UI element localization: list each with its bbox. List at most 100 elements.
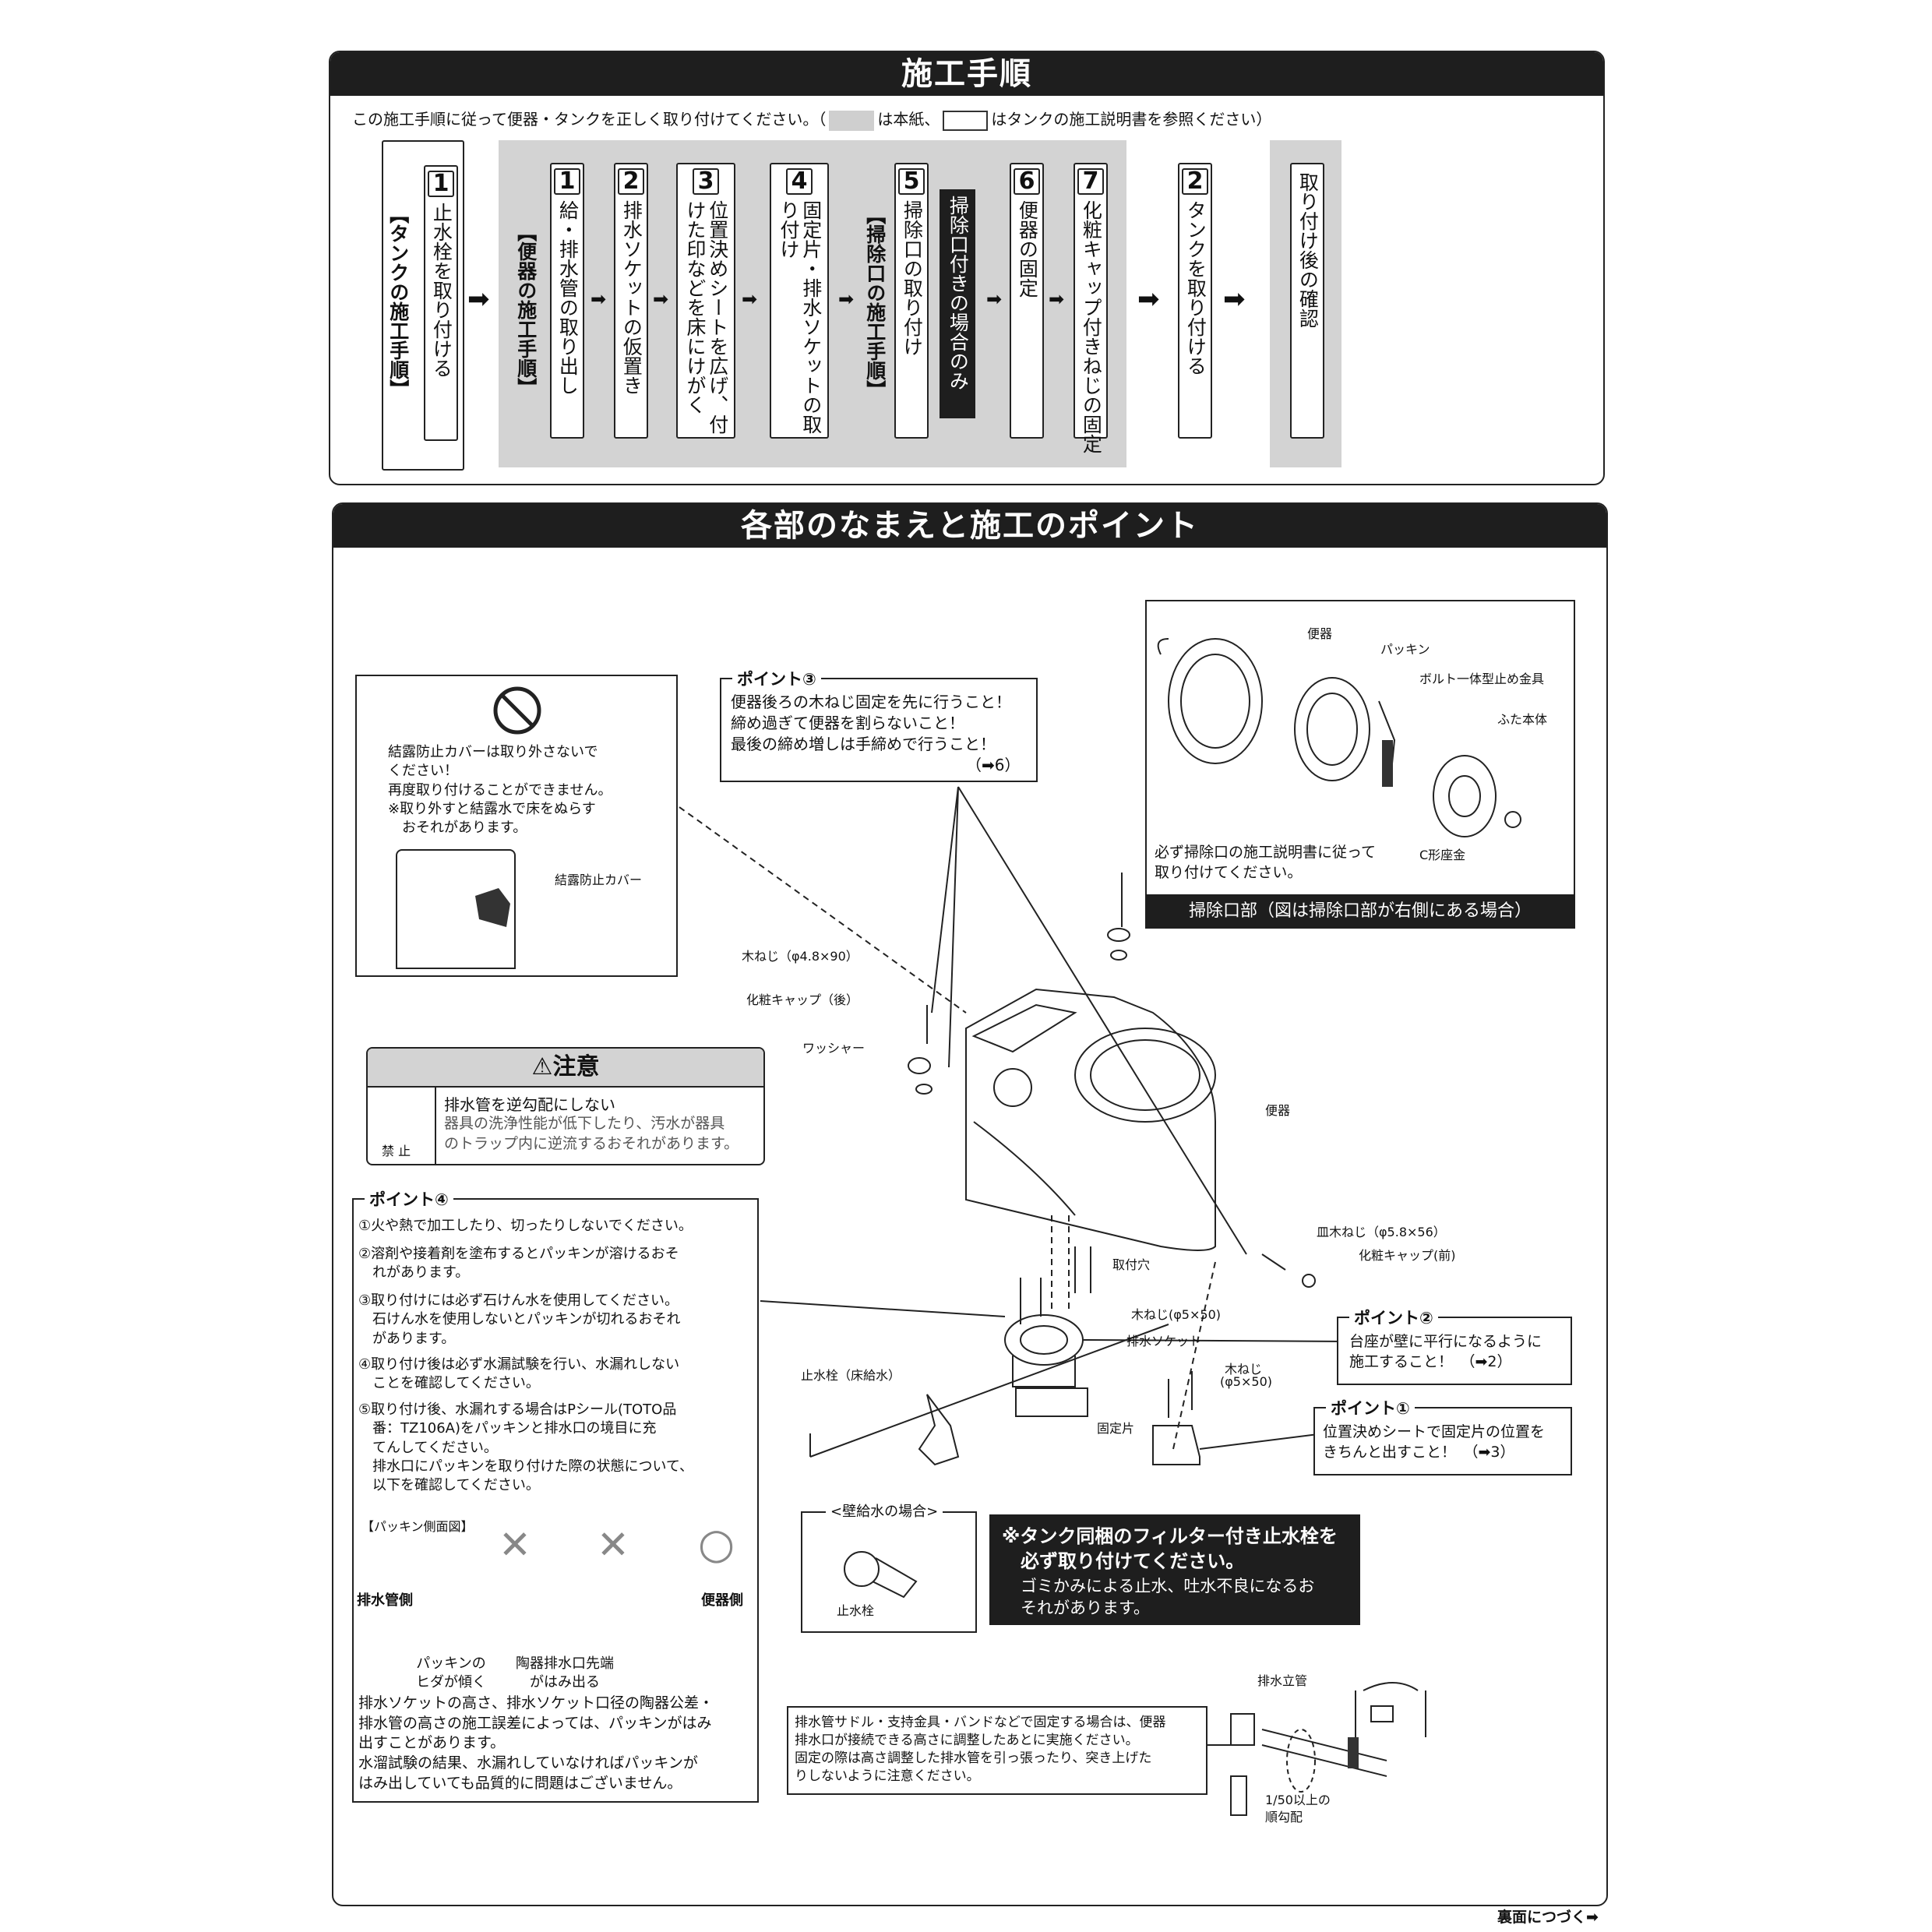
condensation-cover-label: 結露防止カバー	[555, 873, 643, 887]
label-stop-valve-floor: 止水栓（床給水）	[801, 1368, 901, 1383]
parts-title: 各部のなまえと施工のポイント	[333, 504, 1606, 548]
toilet-side-label: 便器側	[701, 1592, 743, 1609]
label-drain-socket: 排水ソケット	[1126, 1334, 1202, 1349]
point3-text: 便器後ろの木ねじ固定を先に行うこと！ 締め過ぎて便器を割らないこと！ 最後の締め…	[731, 693, 1011, 753]
point1-box: ポイント① 位置決めシートで固定片の位置を きちんと出すこと！ （➡3）	[1313, 1396, 1572, 1475]
filter-note-text: ゴミかみによる止水、吐水不良になるお それがあります。	[1021, 1577, 1315, 1618]
cleanout-label-toilet: 便器	[1307, 626, 1333, 641]
wall-supply-label: 止水栓	[837, 1603, 875, 1618]
point4-item-1: ①火や熱で加工したり、切ったりしないでください。	[358, 1218, 693, 1234]
procedure-section: 施工手順 この施工手順に従って便器・タンクを正しく取り付けてください。（は本紙、…	[329, 51, 1605, 485]
point4-item-4: ④取り付け後は必ず水漏試験を行い、水漏れしない ことを確認してください。	[358, 1356, 680, 1392]
arrow-icon: ➡	[838, 288, 855, 310]
filter-note-strong: ※タンク同梱のフィルター付き止水栓を 必ず取り付けてください。	[1002, 1525, 1338, 1573]
label-fixing-piece: 固定片	[1097, 1421, 1135, 1436]
point4-footer: 排水ソケットの高さ、排水ソケット口径の陶器公差・ 排水管の高さの施工誤差によって…	[358, 1694, 714, 1792]
wall-supply-box: <壁給水の場合> 止水栓	[801, 1500, 977, 1633]
point4-box: ポイント④ ①火や熱で加工したり、切ったりしないでください。 ②溶剤や接着剤を塗…	[352, 1187, 759, 1803]
arrow-icon: ➡	[1049, 288, 1065, 310]
point2-text: 台座が壁に平行になるように 施工すること！ （➡2）	[1349, 1333, 1542, 1370]
label-toilet: 便器	[1265, 1103, 1291, 1118]
tank-step-1: 1 止水栓を取り付ける	[424, 165, 458, 441]
toilet-sketch	[396, 849, 516, 969]
arrow-icon: ➡	[1137, 284, 1160, 315]
caution-title: ⚠注意	[368, 1049, 763, 1088]
continue-on-back: 裏面につづく➡	[1497, 1909, 1599, 1926]
label-screw-5x50: 木ねじ(φ5×50)	[1131, 1307, 1221, 1322]
label-cap-rear: 化粧キャップ（後）	[746, 992, 859, 1007]
wall-supply-title: <壁給水の場合>	[826, 1500, 943, 1521]
point4-title: ポイント④	[365, 1187, 453, 1211]
packing-caption-1: パッキンの ヒダが傾く	[416, 1655, 486, 1691]
point4-item-5: ⑤取り付け後、水漏れする場合はPシール(TOTO品 番：TZ106A)をパッキン…	[358, 1401, 694, 1494]
filter-note-box: ※タンク同梱のフィルター付き止水栓を 必ず取り付けてください。 ゴミかみによる止…	[989, 1514, 1360, 1625]
point4-item-2: ②溶剤や接着剤を塗布するとパッキンが溶けるおそ れがあります。	[358, 1246, 679, 1282]
cleanout-label-lid: ふた本体	[1497, 712, 1548, 727]
caution-box: ⚠注意 禁 止 排水管を逆勾配にしない 器具の洗浄性能が低下したり、汚水が器具 …	[366, 1047, 765, 1165]
cleanout-only-badge: 掃除口付きの場合のみ	[940, 189, 975, 418]
label-screw-rear: 木ねじ（φ4.8×90）	[742, 949, 858, 964]
procedure-intro: この施工手順に従って便器・タンクを正しく取り付けてください。（は本紙、はタンクの…	[352, 107, 1271, 131]
label-screw-5x50b-1: 木ねじ	[1225, 1362, 1263, 1377]
gray-swatch	[829, 110, 875, 131]
point3-box: ポイント③ 便器後ろの木ねじ固定を先に行うこと！ 締め過ぎて便器を割らないこと！…	[720, 667, 1038, 782]
point1-title: ポイント①	[1326, 1396, 1415, 1419]
toilet-step-1: 1 給・排水管の取り出し	[550, 163, 584, 439]
point2-box: ポイント② 台座が壁に平行になるように 施工すること！ （➡2）	[1337, 1306, 1572, 1385]
cleanout-label-packing: パッキン	[1380, 642, 1430, 657]
condensation-cover-text: 結露防止カバーは取り外さないで ください！ 再度取り付けることができません。 ※…	[388, 744, 612, 837]
slope-label: 1/50以上の 順勾配	[1265, 1793, 1331, 1824]
toilet-step-7: 7 化粧キャップ付きねじの固定	[1074, 163, 1108, 453]
drain-side-label: 排水管側	[357, 1592, 413, 1609]
cross-mark-icon: ✕	[499, 1522, 531, 1567]
ok-mark-icon: ○	[698, 1519, 735, 1568]
pipe-note-box: 排水管サドル・支持金具・バンドなどで固定する場合は、便器 排水口が接続できる高さ…	[787, 1706, 1208, 1795]
drain-riser-label: 排水立管	[1257, 1673, 1308, 1688]
toilet-step-2: 2 排水ソケットの仮置き	[614, 163, 648, 439]
label-screw-5x50b-2: (φ5×50)	[1220, 1374, 1272, 1389]
label-mount-hole: 取付穴	[1112, 1257, 1151, 1272]
toilet-step-4: 4 固定片・排水ソケットの取り付け	[770, 163, 829, 439]
arrow-icon: ➡	[653, 288, 669, 310]
toilet-step-5: 5 掃除口の取り付け	[894, 163, 929, 439]
cleanout-label-bolt: ボルト一体型止め金具	[1419, 672, 1545, 686]
point3-title: ポイント③	[732, 667, 821, 690]
point2-title: ポイント②	[1349, 1306, 1438, 1329]
caution-heading: 排水管を逆勾配にしない	[444, 1095, 615, 1114]
cross-mark-icon: ✕	[597, 1522, 629, 1567]
parts-section: 各部のなまえと施工のポイント	[332, 502, 1608, 1906]
toilet-group-label: 【便器の施工手順】	[514, 222, 538, 397]
label-flat-screw: 皿木ねじ（φ5.8×56）	[1317, 1225, 1446, 1239]
prohibit-label: 禁 止	[382, 1144, 411, 1158]
toilet-step-3: 3 位置決めシートを広げ、付けた印などを床にけがく	[676, 163, 735, 439]
arrow-icon: ➡	[986, 288, 1003, 310]
label-washer: ワッシャー	[802, 1041, 866, 1056]
cleanout-box: 便器 パッキン ボルト一体型止め金具 ふた本体 C形座金 必ず掃除口の施工説明書…	[1145, 600, 1575, 929]
procedure-title: 施工手順	[330, 52, 1603, 96]
condensation-cover-box: 結露防止カバーは取り外さないで ください！ 再度取り付けることができません。 ※…	[355, 675, 678, 977]
toilet-step-6: 6 便器の固定	[1010, 163, 1044, 439]
white-swatch	[943, 110, 989, 131]
arrow-icon: ➡	[742, 288, 758, 310]
cleanout-caption: 掃除口部（図は掃除口部が右側にある場合）	[1145, 894, 1575, 929]
cleanout-label-cring: C形座金	[1419, 848, 1466, 862]
packing-caption-2: 陶器排水口先端 がはみ出る	[516, 1655, 614, 1691]
final-check-step: 取り付け後の確認	[1290, 163, 1324, 439]
arrow-icon: ➡	[1223, 284, 1246, 315]
tank-step-2: 2 タンクを取り付ける	[1178, 163, 1212, 439]
point3-ref: （➡6）	[966, 756, 1021, 774]
packing-side-view-label: 【パッキン側面図】	[361, 1519, 474, 1534]
tank-group-label: 【タンクの施工手順】	[386, 204, 410, 399]
tank-group: 【タンクの施工手順】 1 止水栓を取り付ける	[382, 140, 464, 471]
arrow-icon: ➡	[591, 288, 607, 310]
point1-text: 位置決めシートで固定片の位置を きちんと出すこと！ （➡3）	[1323, 1423, 1546, 1461]
cleanout-note: 必ず掃除口の施工説明書に従って 取り付けてください。	[1155, 844, 1377, 881]
caution-body: 器具の洗浄性能が低下したり、汚水が器具 のトラップ内に逆流するおそれがあります。	[444, 1115, 739, 1152]
cleanout-group-label: 【掃除口の施工手順】	[863, 205, 887, 400]
label-cap-front: 化粧キャップ(前)	[1359, 1248, 1456, 1263]
pipe-note-text: 排水管サドル・支持金具・バンドなどで固定する場合は、便器 排水口が接続できる高さ…	[795, 1715, 1166, 1784]
arrow-icon: ➡	[467, 284, 490, 315]
caution-divider	[435, 1088, 436, 1164]
point4-item-3: ③取り付けには必ず石けん水を使用してください。 石けん水を使用しないとパッキンが…	[358, 1292, 681, 1347]
